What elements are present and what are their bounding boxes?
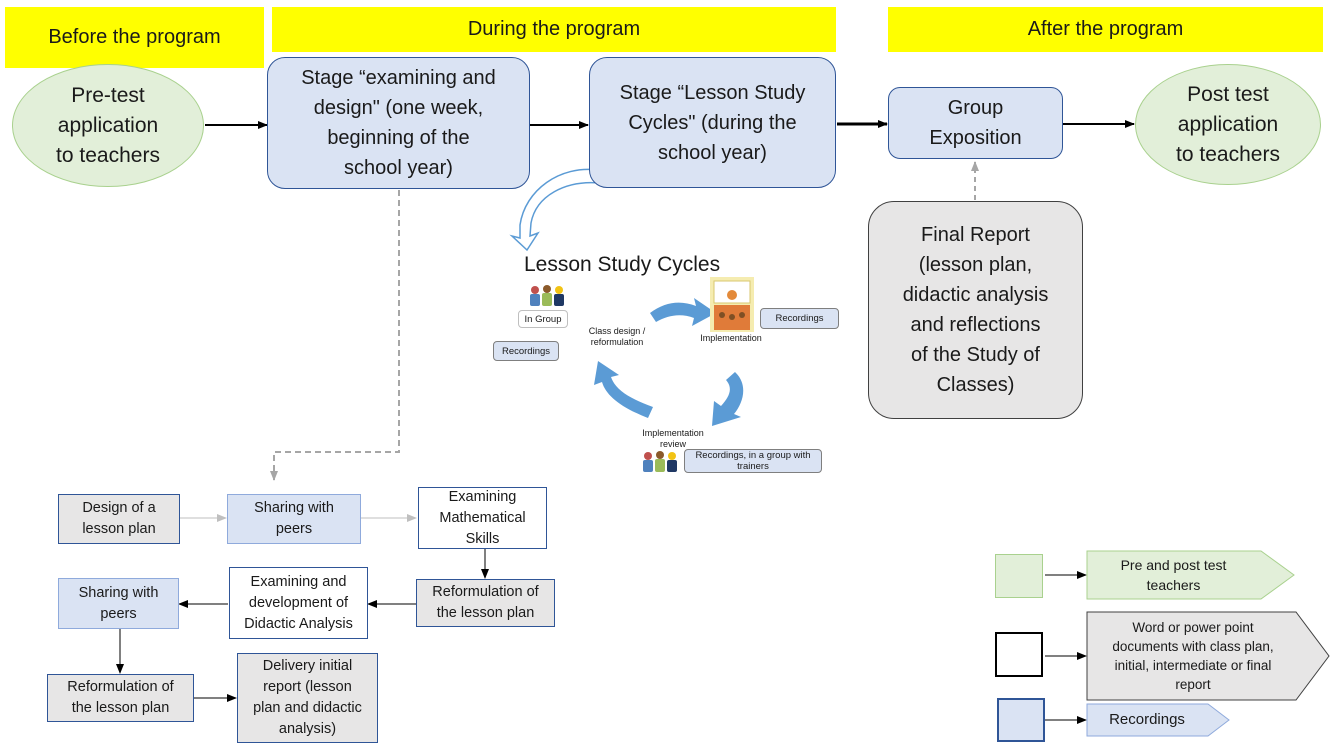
legend-blue-text: Recordings [1109,711,1185,728]
legend-blue-swatch [997,698,1045,742]
cycle-arrow-right [712,372,744,426]
cycle-title: Lesson Study Cycles [524,253,721,276]
banner-before: Before the program [5,7,264,68]
implementation-label: Implementation [700,333,762,343]
final-report: Final Report(lesson plan,didactic analys… [868,201,1083,419]
classroom-picture-icon [710,277,754,332]
in-group-label: In Group [518,310,568,328]
banner-after: After the program [888,7,1323,52]
recordings-left-tag: Recordings [493,341,559,361]
legend-green-swatch [995,554,1043,598]
cycle-arrow-top [650,298,716,326]
legend-blue-pentagon [1086,703,1230,737]
legend-green-pentagon [1086,550,1295,600]
group-people-icon [530,285,564,306]
review-group-icon [643,451,677,472]
recordings-right-tag: Recordings [760,308,839,329]
legend-grey-pentagon [1086,611,1330,701]
banner-during: During the program [272,7,836,52]
legend-grey-swatch [995,632,1043,677]
cycle-arrow-left [594,361,653,418]
class-design-label: Class design /reformulation [588,326,646,347]
dashed-stage1-to-sharing [270,190,400,481]
